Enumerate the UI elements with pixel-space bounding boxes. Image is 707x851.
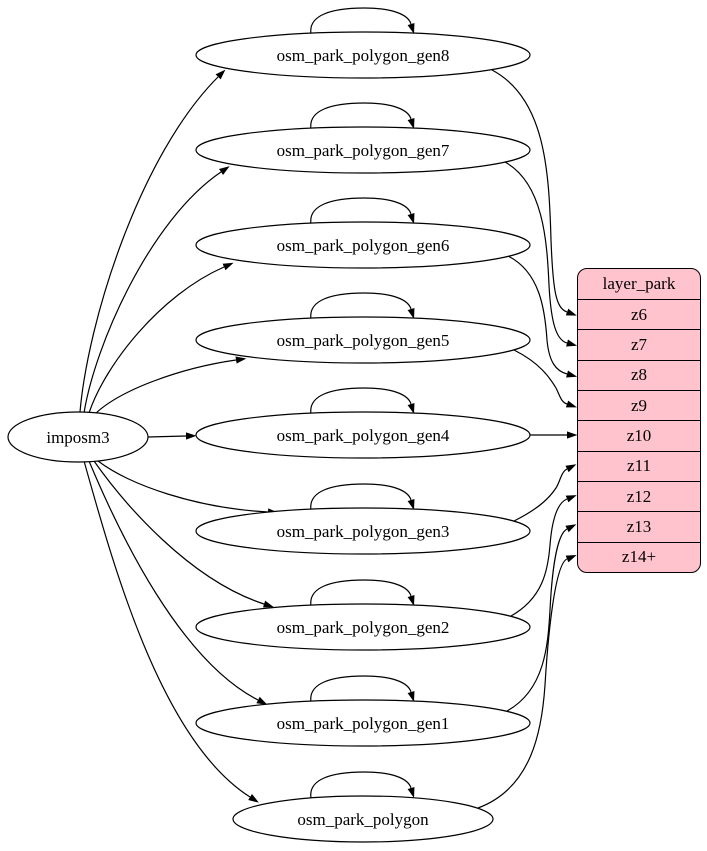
edge-imposm3-to-table-8 — [83, 460, 259, 803]
layer-row-2: z8 — [578, 359, 700, 390]
edge-table-6-to-layer-row — [510, 495, 577, 617]
table-node-ellipse-8 — [232, 795, 494, 843]
edge-table-1-to-layer-row — [504, 161, 578, 347]
layer-row-5: z11 — [578, 450, 700, 481]
table-node-label-8: osm_park_polygon — [297, 810, 429, 829]
edge-imposm3-to-table-6 — [93, 460, 274, 608]
table-node-label-3: osm_park_polygon_gen5 — [277, 331, 450, 350]
self-loop-table-1 — [310, 102, 415, 130]
self-loop-table-6 — [310, 579, 415, 607]
table-node-ellipse-4 — [195, 411, 531, 459]
edge-table-2-to-layer-row — [507, 255, 578, 378]
table-node-label-1: osm_park_polygon_gen7 — [277, 141, 450, 160]
table-node-label-7: osm_park_polygon_gen1 — [277, 714, 450, 733]
self-loop-table-8 — [310, 771, 415, 799]
table-node-ellipse-1 — [195, 126, 531, 174]
table-node-ellipse-2 — [195, 221, 531, 269]
layer-row-8: z14+ — [578, 541, 700, 572]
layer-row-7: z13 — [578, 511, 700, 541]
layer-row-3: z9 — [578, 389, 700, 420]
table-node-label-2: osm_park_polygon_gen6 — [277, 236, 450, 255]
labels-layer: imposm3 osm_park_polygon_gen8 osm_park_pol… — [46, 46, 450, 829]
edge-imposm3-to-table-0 — [79, 69, 226, 413]
self-loop-table-3 — [310, 292, 415, 320]
edge-imposm3-to-table-5 — [97, 460, 279, 516]
edge-imposm3-to-table-3 — [94, 356, 247, 415]
table-node-ellipse-6 — [195, 603, 531, 651]
self-loop-table-2 — [310, 197, 415, 225]
layer-table-title: layer_park — [602, 274, 676, 293]
edges-layer — [79, 7, 578, 809]
source-node-label: imposm3 — [46, 428, 109, 447]
self-loop-table-0 — [310, 7, 415, 35]
edge-imposm3-to-table-2 — [88, 262, 234, 414]
edge-table-8-to-layer-row — [477, 554, 577, 809]
table-node-ellipse-7 — [195, 699, 531, 747]
edge-table-7-to-layer-row — [506, 524, 577, 712]
table-node-ellipse-5 — [195, 507, 531, 555]
edge-table-0-to-layer-row — [491, 69, 577, 316]
table-node-ellipse-3 — [195, 316, 531, 364]
edge-table-5-to-layer-row — [513, 464, 577, 522]
self-loop-table-5 — [310, 483, 415, 511]
self-loop-table-7 — [310, 675, 415, 703]
layer-row-0: z6 — [578, 299, 700, 329]
edge-imposm3-to-table-4 — [147, 432, 197, 440]
table-node-label-4: osm_park_polygon_gen4 — [277, 426, 450, 445]
layer-row-1: z7 — [578, 329, 700, 359]
layer-row-4: z10 — [578, 420, 700, 450]
table-node-label-5: osm_park_polygon_gen3 — [277, 522, 450, 541]
table-node-ellipse-0 — [195, 31, 531, 79]
edge-imposm3-to-table-7 — [88, 460, 268, 705]
source-node-ellipse — [7, 411, 149, 463]
nodes-layer — [7, 31, 531, 843]
edge-imposm3-to-table-1 — [83, 166, 230, 414]
table-node-label-0: osm_park_polygon_gen8 — [277, 46, 450, 65]
edge-table-3-to-layer-row — [513, 349, 577, 408]
table-node-label-6: osm_park_polygon_gen2 — [277, 618, 450, 637]
layer-row-6: z12 — [578, 480, 700, 511]
self-loop-table-4 — [310, 387, 415, 415]
